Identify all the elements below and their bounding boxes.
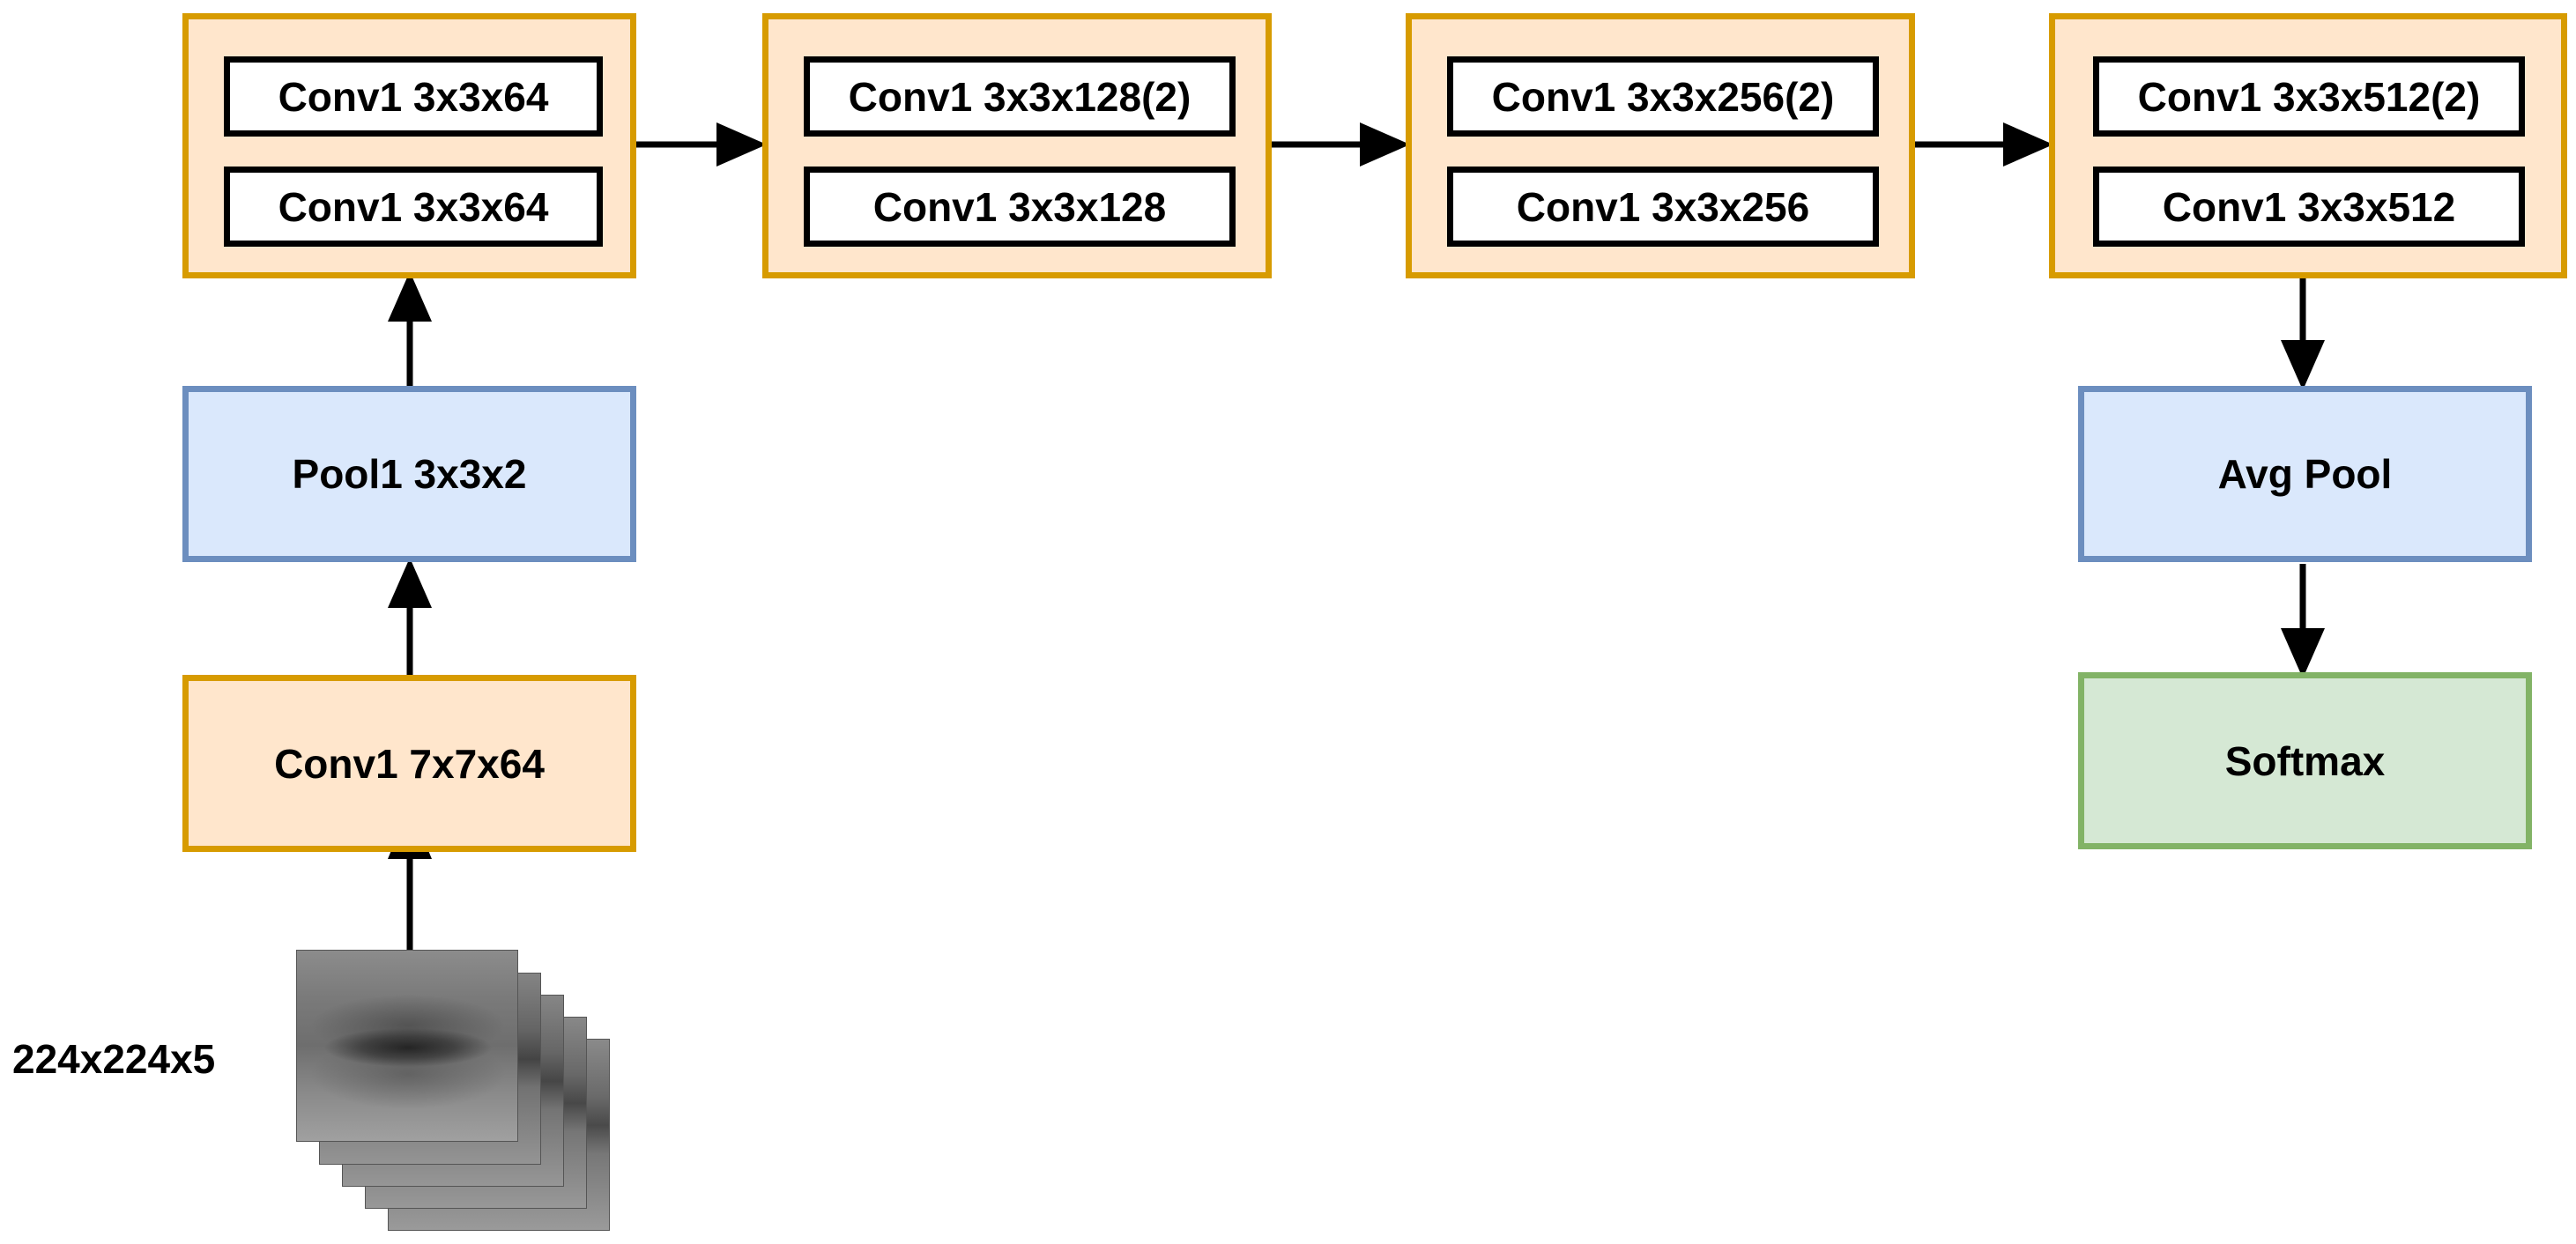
input-frame-image bbox=[296, 950, 518, 1142]
conv-layer-bottom: Conv1 3x3x256 bbox=[1447, 167, 1879, 247]
softmax-box: Softmax bbox=[2078, 672, 2532, 849]
conv-layer-bottom: Conv1 3x3x128 bbox=[804, 167, 1236, 247]
arrowhead-right bbox=[1360, 122, 1410, 167]
conv-layer-bottom: Conv1 3x3x64 bbox=[224, 167, 603, 247]
input-size-label: 224x224x5 bbox=[12, 1036, 216, 1082]
arrowhead-down bbox=[2281, 628, 2325, 678]
arrowhead-down bbox=[2281, 340, 2325, 390]
arrowhead-right bbox=[2003, 122, 2053, 167]
pool1-box: Pool1 3x3x2 bbox=[182, 386, 636, 562]
conv-layer-bottom: Conv1 3x3x512 bbox=[2093, 167, 2525, 247]
input-frame-stack bbox=[296, 950, 613, 1233]
conv-block-4: Conv1 3x3x512(2) Conv1 3x3x512 bbox=[2049, 13, 2567, 278]
conv-block-3: Conv1 3x3x256(2) Conv1 3x3x256 bbox=[1406, 13, 1915, 278]
arrowhead-up bbox=[388, 271, 432, 322]
arrowhead-up bbox=[388, 558, 432, 608]
conv-block-2: Conv1 3x3x128(2) Conv1 3x3x128 bbox=[762, 13, 1272, 278]
conv-first-box: Conv1 7x7x64 bbox=[182, 675, 636, 852]
conv-layer-top: Conv1 3x3x512(2) bbox=[2093, 56, 2525, 137]
conv-layer-top: Conv1 3x3x256(2) bbox=[1447, 56, 1879, 137]
avg-pool-box: Avg Pool bbox=[2078, 386, 2532, 562]
conv-block-1: Conv1 3x3x64 Conv1 3x3x64 bbox=[182, 13, 636, 278]
conv-layer-top: Conv1 3x3x64 bbox=[224, 56, 603, 137]
conv-layer-top: Conv1 3x3x128(2) bbox=[804, 56, 1236, 137]
arrowhead-right bbox=[716, 122, 767, 167]
